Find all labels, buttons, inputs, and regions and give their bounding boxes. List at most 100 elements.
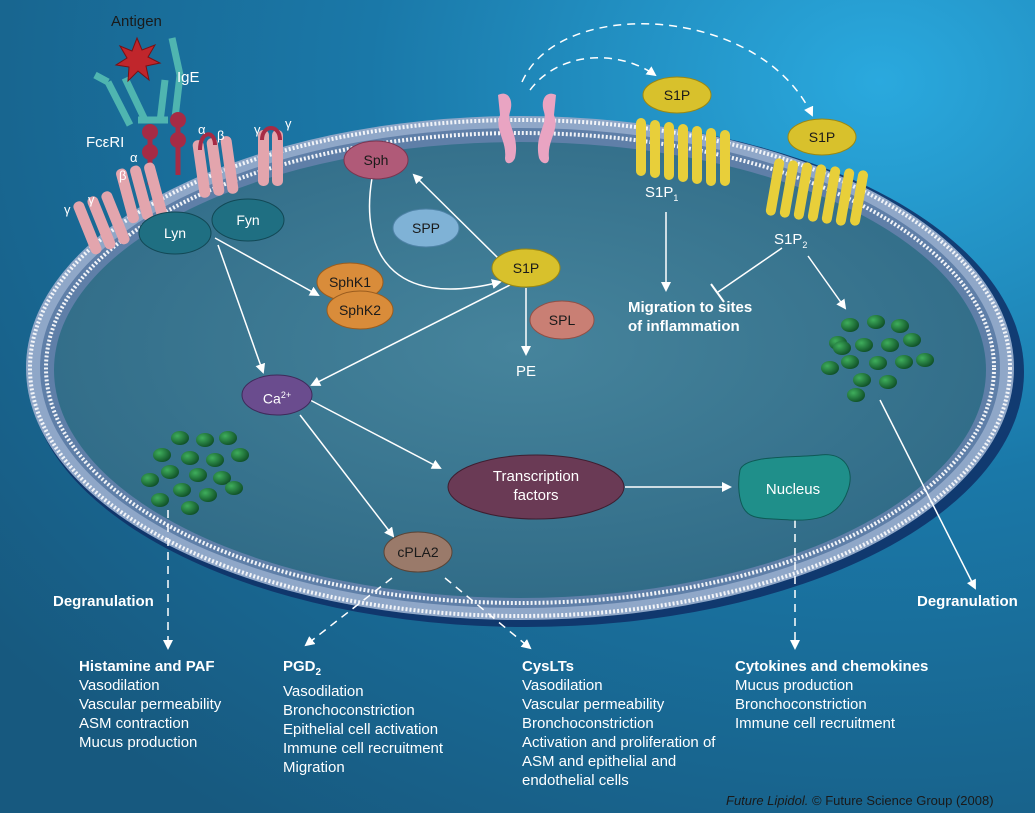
granule-cluster-right [821, 315, 934, 402]
sphk2-label: SphK2 [338, 302, 382, 318]
s1p-center-node [491, 248, 561, 288]
granule [855, 338, 873, 352]
s1p2-base: S1P [774, 231, 803, 248]
s1p-transporter [498, 93, 556, 164]
antigen-label: Antigen [111, 13, 162, 30]
granule [231, 448, 249, 462]
arrow-s1p-to-sph [412, 173, 499, 259]
granule [196, 433, 214, 447]
granule [153, 448, 171, 462]
s1p1-base: S1P [645, 184, 674, 201]
granule [219, 431, 237, 445]
granule-cluster-left [141, 431, 249, 515]
outcome-item: Vascular permeability [522, 696, 665, 713]
granule [841, 318, 859, 332]
sphk2-node [326, 290, 394, 330]
transcription-line-1: Transcription [492, 468, 580, 485]
gamma-label-3: γ [64, 202, 71, 217]
migration-label: Migration to sites of inflammation [628, 298, 752, 336]
granule [881, 338, 899, 352]
dashed-cpla2-to-cyslts [444, 577, 532, 650]
granule [181, 501, 199, 515]
outcome-item: Mucus production [735, 677, 854, 694]
outcome-item: Vasodilation [79, 677, 160, 694]
ca-node [241, 374, 313, 416]
transcription-line-2: factors [513, 487, 559, 504]
granule [833, 341, 851, 355]
outcome-histamine-paf: Histamine and PAF Vasodilation Vascular … [79, 657, 221, 752]
outcome-item: Immune cell recruitment [283, 740, 444, 757]
lyn-node [138, 211, 212, 255]
s1p-extracellular-2-label: S1P [808, 129, 836, 145]
antigen-star-icon [114, 36, 162, 83]
outcome-item: Immune cell recruitment [735, 715, 896, 732]
fyn-node [211, 198, 285, 242]
ca-label-base: Ca [262, 390, 281, 407]
export-arrow-s1p2 [521, 23, 814, 117]
outcome-item: Bronchoconstriction [283, 702, 415, 719]
granule [225, 481, 243, 495]
lyn-label: Lyn [163, 225, 187, 241]
outcome-title: Cytokines and chemokines [735, 658, 929, 675]
s1p-extracellular-1-label: S1P [663, 87, 691, 103]
outcome-item: endothelial cells [522, 772, 629, 789]
migration-line-2: of inflammation [628, 318, 740, 335]
fceri-label: FcεRI [86, 134, 125, 151]
s1p-center-label: S1P [512, 260, 540, 276]
inhibit-s1p2-to-migration [717, 247, 783, 293]
arrow-ca-to-transcription [309, 399, 442, 469]
granule [206, 453, 224, 467]
granule [171, 431, 189, 445]
transcription-factors-label: Transcription factors [466, 467, 606, 505]
arrow-s1p-to-ca [310, 284, 511, 386]
inhibit-bar [710, 283, 725, 303]
spp-node [392, 208, 460, 248]
granule [879, 375, 897, 389]
granule [821, 361, 839, 375]
outcome-item: Vasodilation [522, 677, 603, 694]
granule [141, 473, 159, 487]
granule [869, 356, 887, 370]
granule [199, 488, 217, 502]
degranulation-right-label: Degranulation [917, 593, 1018, 610]
dashed-cpla2-to-pgd2 [304, 577, 393, 647]
s1p2-receptor [765, 158, 868, 226]
ca-label: Ca2+ [247, 386, 307, 408]
granule [891, 319, 909, 333]
gamma-label-4: γ [88, 192, 95, 207]
credit-journal: Future Lipidol. [726, 793, 809, 808]
outcome-title: Histamine and PAF [79, 658, 215, 675]
outcome-item: Mucus production [79, 734, 198, 751]
s1p2-sub: 2 [802, 240, 808, 250]
granule [867, 315, 885, 329]
outcome-item: ASM contraction [79, 715, 190, 732]
s1p2-receptor-label: S1P2 [774, 230, 807, 255]
outcome-item: Migration [283, 759, 345, 776]
ige-label: IgE [177, 69, 200, 86]
ca-label-sup: 2+ [280, 390, 292, 400]
outcome-item: ASM and epithelial and [522, 753, 677, 770]
pgd2-sub: 2 [315, 667, 322, 678]
pe-label: PE [516, 363, 537, 380]
outcome-item: Vasodilation [283, 683, 364, 700]
beta-label-2: β [119, 168, 127, 183]
spl-label: SPL [548, 312, 576, 328]
spp-label: SPP [411, 220, 440, 236]
s1p1-sub: 1 [673, 193, 679, 203]
s1p1-receptor [636, 118, 730, 186]
fceri-receptor-complex [73, 37, 283, 255]
gamma-label-2: γ [285, 116, 292, 131]
credit-line: Future Lipidol. © Future Science Group (… [726, 791, 994, 810]
s1p1-receptor-label: S1P1 [645, 183, 678, 208]
alpha-label-1: α [198, 122, 206, 137]
granule [903, 333, 921, 347]
outcome-item: Activation and proliferation of [522, 734, 716, 751]
s1p-extracellular-1 [642, 76, 712, 114]
sph-label: Sph [363, 152, 389, 168]
granule [895, 355, 913, 369]
outcome-cytokines: Cytokines and chemokines Mucus productio… [735, 657, 928, 733]
granule [151, 493, 169, 507]
outcome-title: PGD2 [283, 657, 443, 682]
fyn-label: Fyn [236, 212, 260, 228]
